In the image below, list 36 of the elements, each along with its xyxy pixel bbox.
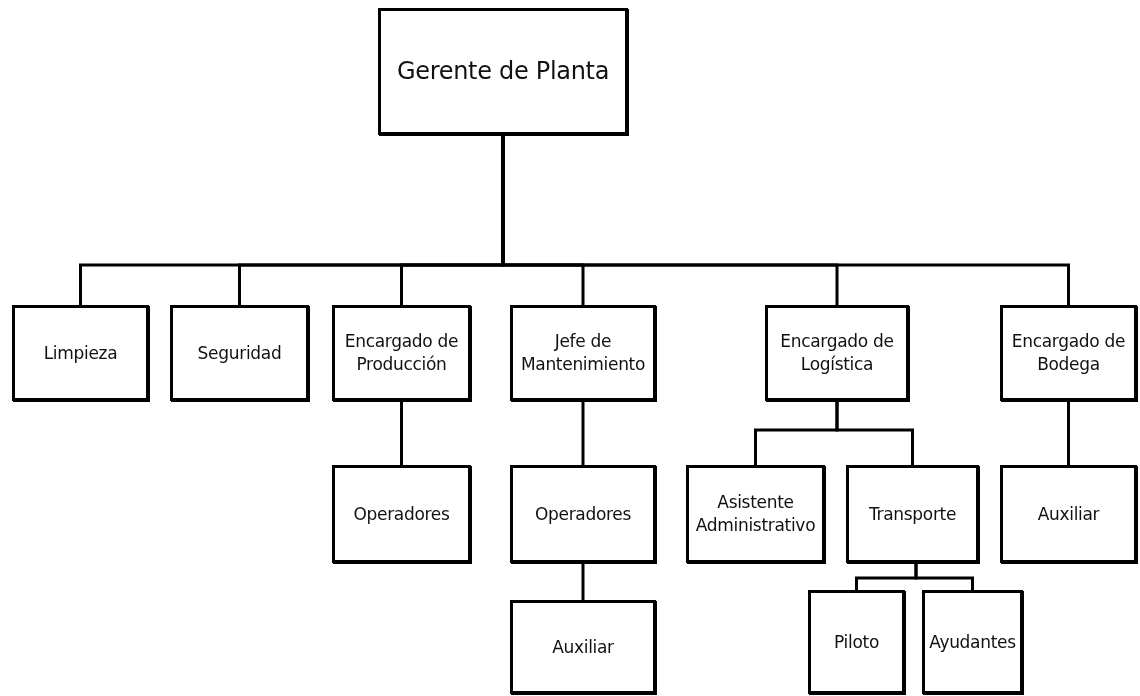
role-label: Operadores xyxy=(534,502,632,526)
org-box xyxy=(922,590,1023,694)
role-label: Asistente Administrativo xyxy=(694,491,817,537)
role-label: Encargado de Bodega xyxy=(1010,330,1127,376)
org-box xyxy=(12,305,149,401)
connector-line xyxy=(914,563,974,590)
org-box xyxy=(170,305,309,401)
role-label: Ayudantes xyxy=(929,630,1016,654)
org-box xyxy=(765,305,909,401)
org-box xyxy=(1000,305,1137,401)
role-label: Operadores xyxy=(353,502,450,526)
org-box xyxy=(510,305,656,401)
role-label: Gerente de Planta xyxy=(396,56,610,88)
connector-line xyxy=(1067,401,1070,465)
connector-line xyxy=(400,401,403,465)
org-box xyxy=(510,600,656,694)
role-label: Encargado de Logística xyxy=(779,330,895,376)
org-box xyxy=(1000,465,1137,563)
org-box xyxy=(808,590,905,694)
org-box xyxy=(686,465,825,563)
role-label: Seguridad xyxy=(197,341,282,365)
role-label: Auxiliar xyxy=(552,635,614,659)
connector-line xyxy=(581,401,585,465)
org-box xyxy=(510,465,656,563)
connector-line xyxy=(581,563,585,600)
connector-line xyxy=(835,401,914,465)
role-label: Jefe de Mantenimiento xyxy=(519,330,647,376)
role-label: Encargado de Producción xyxy=(343,330,460,376)
org-box xyxy=(332,305,471,401)
role-label: Transporte xyxy=(868,502,957,526)
role-label: Auxiliar xyxy=(1037,502,1100,526)
org-box xyxy=(378,8,628,135)
org-box xyxy=(332,465,471,563)
role-label: Piloto xyxy=(834,630,879,654)
role-label: Limpieza xyxy=(43,341,118,365)
org-box xyxy=(846,465,979,563)
